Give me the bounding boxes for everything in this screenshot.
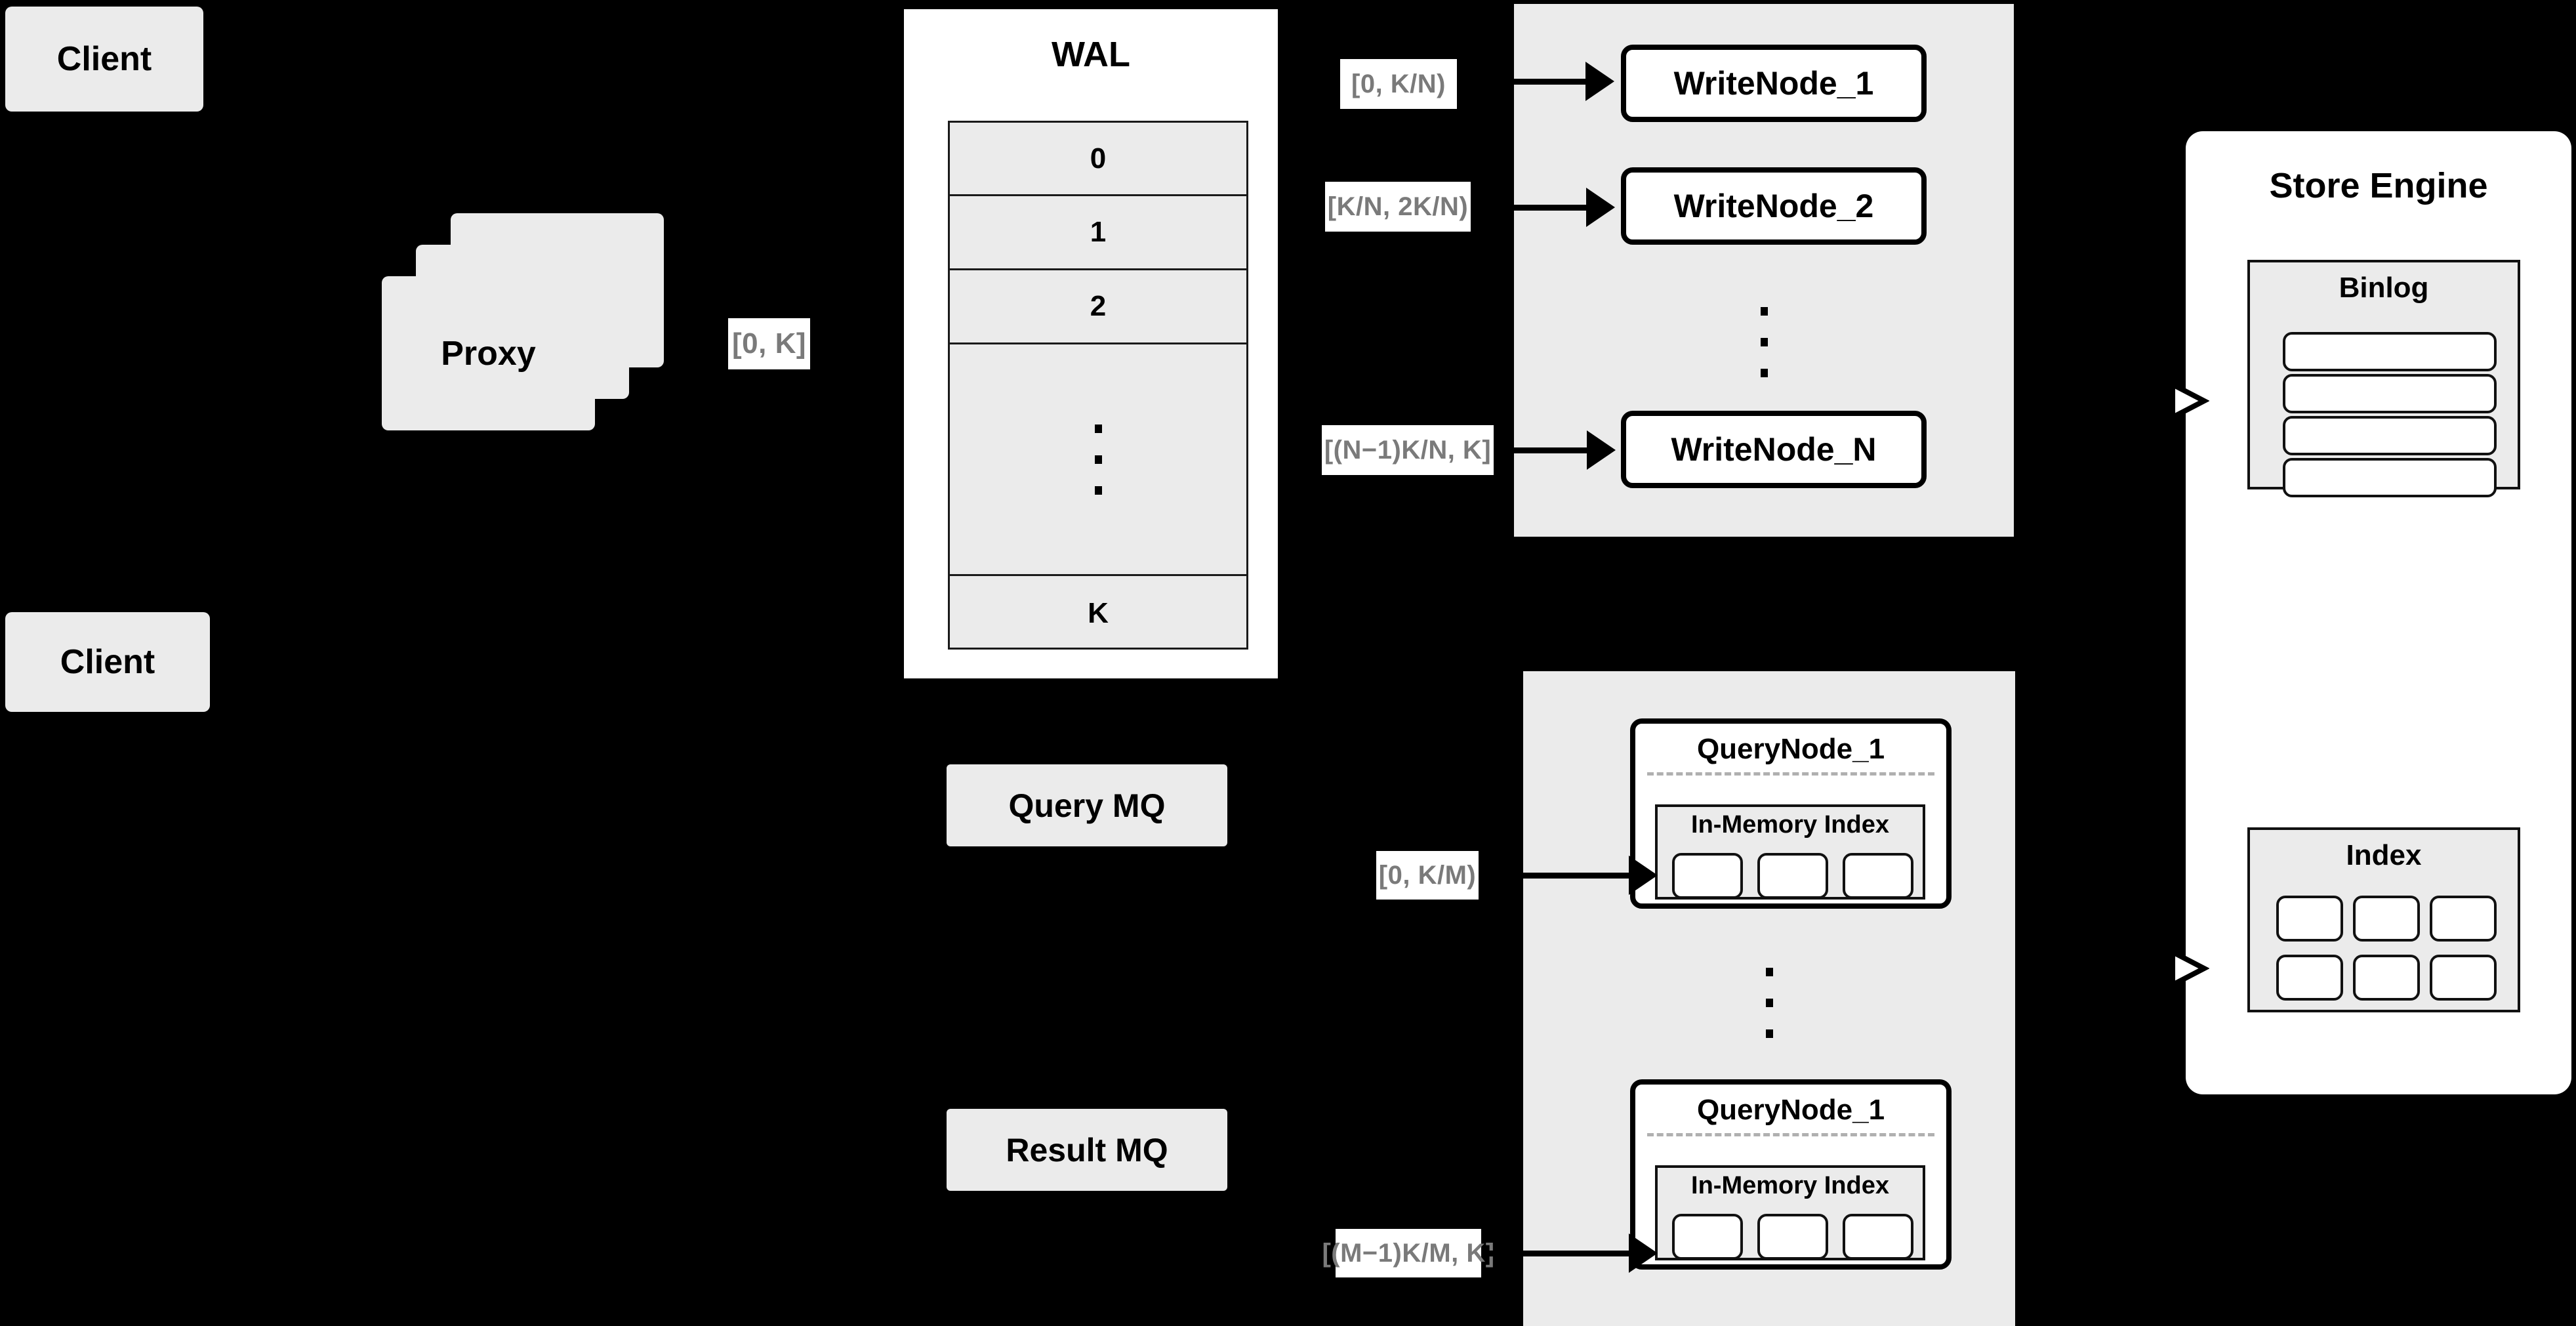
write-node-ellipsis [1514, 266, 2014, 417]
in-memory-index-1-title: In-Memory Index [1691, 811, 1889, 839]
query-node-1[interactable]: QueryNode_1 In-Memory Index [1630, 718, 1952, 909]
index-cell [2353, 955, 2420, 1001]
write-range-label: [0, K] [728, 318, 810, 369]
query-node-1-range-text: [0, K/M) [1378, 860, 1477, 890]
arrow-line [1461, 79, 1589, 85]
write-node-2-label: WriteNode_2 [1673, 188, 1874, 224]
index-cell [1843, 853, 1913, 899]
index-panel: Index [2247, 827, 2520, 1012]
arrow-head-open [2170, 381, 2209, 421]
query-mq-box[interactable]: Query MQ [947, 764, 1227, 846]
proxy-stack[interactable]: Proxy [382, 213, 664, 430]
write-range-label-text: [0, K] [732, 327, 806, 360]
arrow-head-open [2170, 948, 2209, 989]
query-node-2-divider [1647, 1133, 1934, 1136]
wal-row: 0 [950, 123, 1246, 196]
result-mq-box[interactable]: Result MQ [947, 1109, 1227, 1191]
index-title: Index [2346, 839, 2422, 871]
write-node-n[interactable]: WriteNode_N [1621, 411, 1927, 488]
write-node-1[interactable]: WriteNode_1 [1621, 45, 1927, 122]
index-cell [2430, 896, 2497, 942]
in-memory-index-1: In-Memory Index [1655, 804, 1925, 900]
binlog-segment [2283, 332, 2497, 371]
write-node-n-range-label: [(N−1)K/N, K] [1322, 425, 1494, 475]
store-engine-container: Store Engine Binlog Index [2186, 131, 2571, 1094]
index-cell [2276, 896, 2343, 942]
query-node-2-range-text: [(M−1)K/M, K] [1322, 1238, 1495, 1268]
write-node-2[interactable]: WriteNode_2 [1621, 167, 1927, 245]
binlog-panel: Binlog [2247, 260, 2520, 497]
write-node-n-label: WriteNode_N [1671, 431, 1877, 468]
write-node-1-range-text: [0, K/N) [1351, 69, 1446, 98]
query-node-1-range-label: [0, K/M) [1376, 851, 1479, 900]
query-node-2[interactable]: QueryNode_1 In-Memory Index [1630, 1079, 1952, 1270]
binlog-segment [2283, 374, 2497, 413]
store-engine-title: Store Engine [2269, 166, 2488, 205]
query-node-1-divider [1647, 772, 1934, 776]
arrow-line [1481, 1251, 1633, 1256]
in-memory-index-2-cells [1672, 1214, 1913, 1260]
wal-row: 2 [950, 270, 1246, 344]
binlog-segments [2283, 332, 2497, 497]
arrow-head [1585, 62, 1614, 101]
query-mq-label: Query MQ [1008, 787, 1166, 824]
in-memory-index-2: In-Memory Index [1655, 1165, 1925, 1260]
arrow-to-query-node-1 [1484, 794, 1658, 925]
arrow-head [1587, 430, 1616, 470]
arrow-head [1629, 856, 1658, 895]
index-cell [1757, 853, 1828, 899]
wal-row-ellipsis [950, 344, 1246, 576]
client-box-1[interactable]: Client [5, 7, 203, 112]
wal-title: WAL [1052, 35, 1130, 74]
arrow-to-write-node-1 [1461, 0, 1625, 131]
arrow-head [1629, 1233, 1658, 1273]
query-node-2-range-label: [(M−1)K/M, K] [1322, 1229, 1494, 1277]
wal-row: K [1088, 596, 1109, 629]
index-cell [1843, 1214, 1913, 1260]
in-memory-index-2-title: In-Memory Index [1691, 1172, 1889, 1199]
write-node-1-label: WriteNode_1 [1673, 65, 1874, 102]
arrow-line [1494, 447, 1591, 453]
query-node-cluster: QueryNode_1 In-Memory Index QueryNode_1 … [1523, 671, 2015, 1326]
index-cell [2430, 955, 2497, 1001]
wal-table: 0 1 2 K [948, 121, 1248, 650]
arrow-to-write-node-n [1494, 367, 1658, 499]
in-memory-index-1-cells [1672, 853, 1913, 899]
write-node-n-range-text: [(N−1)K/N, K] [1324, 435, 1492, 465]
arrow-head [1586, 188, 1615, 227]
arrow-to-index [2152, 935, 2237, 1014]
query-node-1-title: QueryNode_1 [1696, 733, 1885, 765]
proxy-label: Proxy [441, 334, 536, 373]
arrow-line [1484, 873, 1633, 879]
index-cell [2276, 955, 2343, 1001]
result-mq-label: Result MQ [1006, 1131, 1168, 1169]
arrow-to-query-node-2 [1481, 1172, 1658, 1303]
index-cell [1757, 1214, 1828, 1260]
arrow-to-binlog [2152, 367, 2237, 446]
binlog-segment [2283, 458, 2497, 497]
arrow-to-write-node-2 [1471, 125, 1635, 256]
client-label-1: Client [56, 40, 152, 78]
index-cell [1672, 853, 1743, 899]
client-box-2[interactable]: Client [5, 612, 210, 712]
write-node-2-range-text: [K/N, 2K/N) [1327, 192, 1469, 221]
proxy-box[interactable]: Proxy [382, 276, 595, 430]
arrow-line [1471, 205, 1590, 211]
write-node-2-range-label: [K/N, 2K/N) [1325, 182, 1471, 232]
wal-container: WAL 0 1 2 K [897, 3, 1284, 685]
query-node-2-title: QueryNode_1 [1696, 1094, 1885, 1126]
arrow-line [2152, 399, 2174, 404]
query-node-ellipsis [1523, 927, 2015, 1078]
wal-row: 1 [950, 196, 1246, 270]
binlog-segment [2283, 416, 2497, 455]
index-grid [2276, 896, 2497, 1001]
write-node-1-range-label: [0, K/N) [1340, 59, 1457, 109]
index-cell [1672, 1214, 1743, 1260]
arrow-line [2152, 966, 2174, 972]
index-cell [2353, 896, 2420, 942]
binlog-title: Binlog [2339, 272, 2429, 304]
client-label-2: Client [60, 643, 155, 681]
